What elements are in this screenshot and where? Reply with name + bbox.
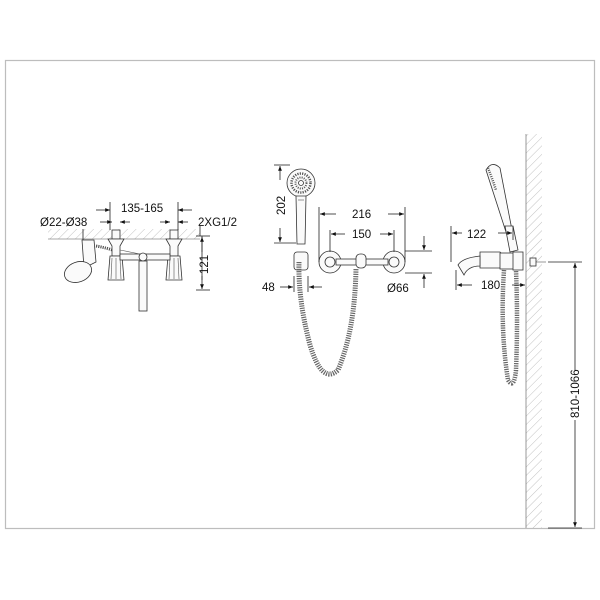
dim-center-spacing: 135-165: [121, 203, 163, 215]
dim-handshower-height: 202: [276, 196, 288, 215]
side-view: 122 180 810-1066: [450, 134, 582, 529]
dim-mounting-height: 810-1066: [570, 369, 582, 418]
dim-pipe-diameter: Ø22-Ø38: [40, 217, 87, 229]
dim-escutcheon-diameter: Ø66: [387, 283, 409, 295]
drawing-frame: [4, 59, 596, 530]
dim-overall-width: 216: [352, 209, 371, 221]
wall-hatch: [526, 134, 542, 528]
dim-height: 121: [199, 255, 211, 274]
top-view: 135-165 Ø22-Ø38 2XG1/2 121: [40, 202, 237, 312]
dim-connection: 2XG1/2: [198, 217, 237, 229]
dim-center-distance: 150: [352, 229, 371, 241]
front-view: 202 216 150 Ø66 48: [262, 164, 432, 377]
dim-spout-projection: 180: [481, 280, 500, 292]
dim-holder-width: 48: [262, 282, 275, 294]
dim-handle-projection: 122: [467, 229, 486, 241]
